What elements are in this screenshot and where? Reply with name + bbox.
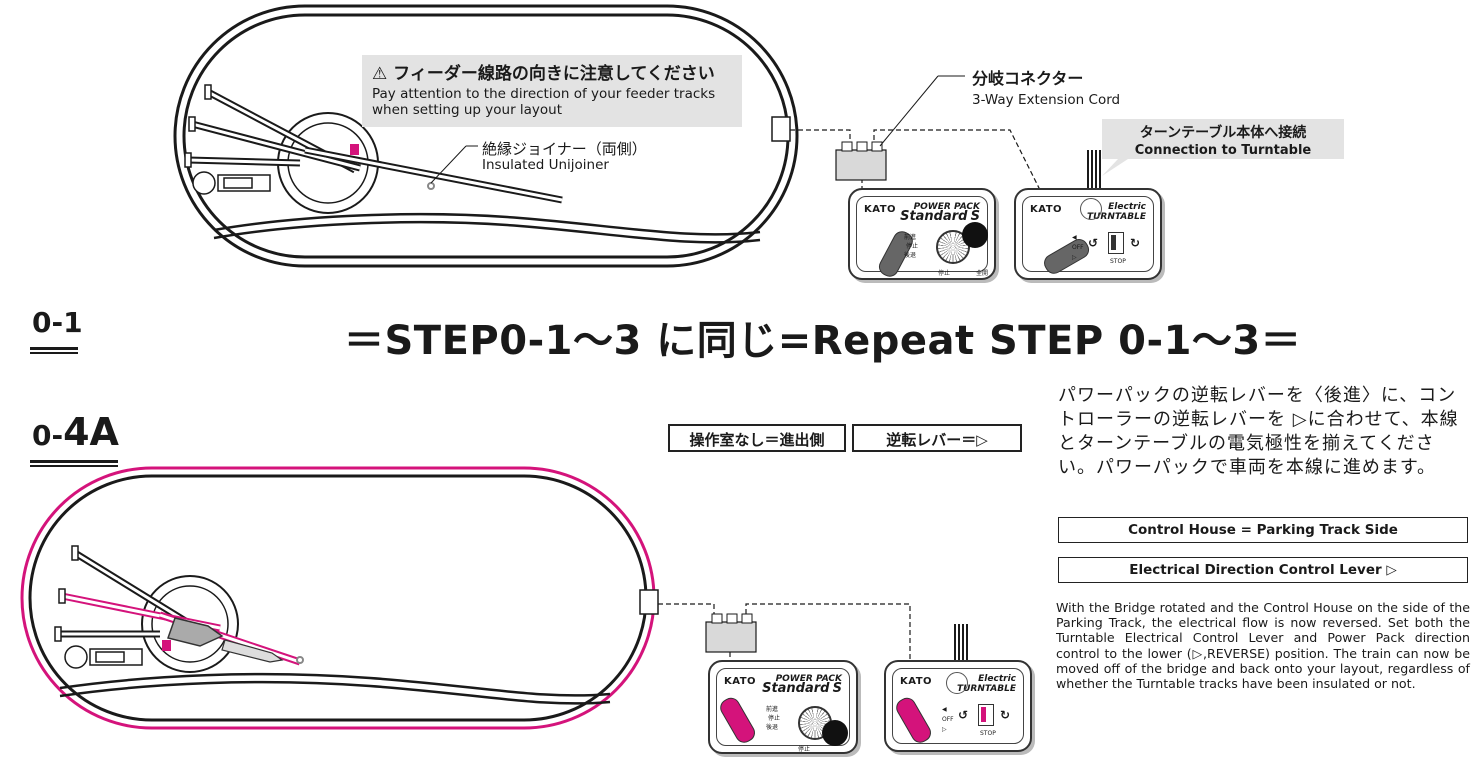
- power-pack-top: KATO POWER PACK Standard S 前進 停止 後退 停止 全…: [848, 188, 996, 280]
- warning-icon: ⚠: [372, 64, 388, 84]
- turntable-faceplate: [1022, 196, 1154, 272]
- direction-lever-tag: 逆転レバー＝▷: [852, 424, 1022, 452]
- turntable-connection-en: Connection to Turntable: [1134, 143, 1312, 158]
- joiner-label-jp: 絶縁ジョイナー（両側）: [482, 140, 647, 158]
- turntable-connection-jp: ターンテーブル本体へ接続: [1139, 125, 1307, 141]
- control-house-tag: 操作室なし＝進出側: [668, 424, 846, 452]
- power-pack-title: POWER PACK Standard S: [900, 202, 980, 224]
- feeder-warning-title: ⚠ フィーダー線路の向きに注意してください: [372, 64, 715, 84]
- turntable-controller-top: KATO Electric TURNTABLE ◀ OFF ▷ ↺ ↻ STOP: [1014, 188, 1162, 280]
- direction-lever-box-en: Electrical Direction Control Lever ▷: [1058, 557, 1468, 583]
- feeder-warning-box: [362, 55, 742, 127]
- instruction-jp: パワーパックの逆転レバーを〈後進〉に、コントローラーの逆転レバーを ▷に合わせて…: [1058, 385, 1459, 478]
- turntable-connection-box: ターンテーブル本体へ接続 Connection to Turntable: [1102, 119, 1344, 159]
- joiner-label-en: Insulated Unijoiner: [482, 157, 609, 173]
- speed-dial-marker: [962, 222, 988, 248]
- step-tag-0-1: 0-1: [32, 306, 83, 339]
- turntable-controller-bottom: KATO Electric TURNTABLE ◀ OFF ▷ ↺ ↻ STOP: [884, 660, 1032, 752]
- rotate-switch-bottom[interactable]: [978, 704, 994, 726]
- control-house-box-en: Control House = Parking Track Side: [1058, 517, 1468, 543]
- rotate-right-icon: ↻: [1130, 236, 1141, 250]
- feeder-warning-text: Pay attention to the direction of your f…: [372, 86, 716, 118]
- power-pack-bottom: KATO POWER PACK Standard S 前進 停止 後退 停止: [708, 660, 858, 754]
- instruction-en: With the Bridge rotated and the Control …: [1056, 600, 1470, 692]
- repeat-step-banner: ＝STEP0-1～3 に同じ=Repeat STEP 0-1～3＝: [344, 318, 1302, 364]
- rotate-left-icon: ↺: [1088, 236, 1099, 250]
- cord-label-en: 3-Way Extension Cord: [972, 92, 1121, 108]
- turntable-indicator-icon: [1080, 198, 1102, 220]
- turntable-title: Electric TURNTABLE: [1086, 202, 1146, 222]
- kato-logo: KATO: [864, 204, 897, 215]
- cord-label-jp: 分岐コネクター: [972, 69, 1084, 88]
- step-tag-0-4a: 0-4A: [32, 410, 119, 454]
- rotate-switch[interactable]: [1108, 232, 1124, 254]
